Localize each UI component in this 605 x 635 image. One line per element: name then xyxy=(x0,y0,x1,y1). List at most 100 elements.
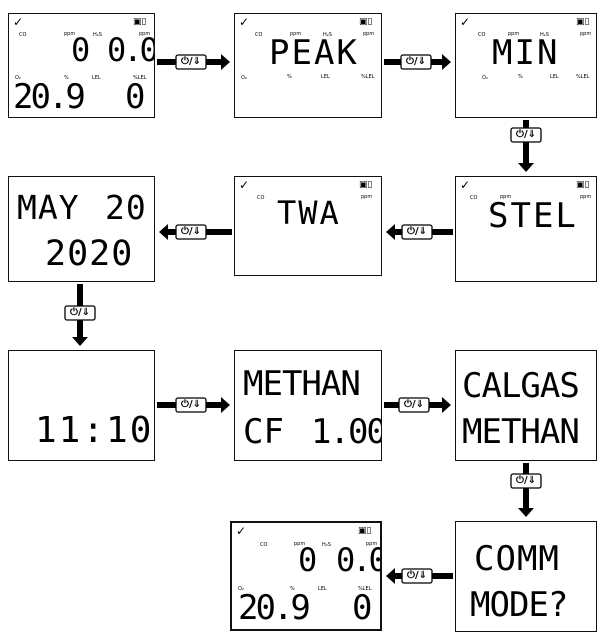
co-value: 0 xyxy=(298,541,318,579)
power-down-button-icon xyxy=(401,568,433,584)
screen-5-twa: ✓ ▣▯ CO ppm TWA xyxy=(234,176,382,276)
lel-label: LEL xyxy=(321,74,330,80)
h2s-ppm-label: ppm xyxy=(366,541,378,547)
down-arrow-icon: ⇓ xyxy=(527,475,536,486)
check-mark-icon: ✓ xyxy=(239,178,250,192)
pct-label: % xyxy=(290,586,295,592)
lel-label: LEL xyxy=(92,75,101,81)
battery-icon: ▣▯ xyxy=(359,180,373,190)
power-down-button-icon xyxy=(64,305,96,321)
h2s-ppm-label: ppm xyxy=(363,31,375,37)
power-icon: ⏻ xyxy=(516,475,524,486)
battery-icon: ▣▯ xyxy=(358,526,372,536)
down-arrow-icon: ⇓ xyxy=(527,129,536,140)
lel-label: LEL xyxy=(550,74,559,80)
down-arrow-icon: ⇓ xyxy=(192,56,201,67)
co-label: CO xyxy=(260,542,268,548)
slash-separator: / xyxy=(523,129,528,140)
o2-label: O₂ xyxy=(15,75,21,81)
arrow-2-to-3 xyxy=(384,54,451,70)
down-arrow-icon: ⇓ xyxy=(418,570,427,581)
power-down-button-icon xyxy=(400,54,432,70)
screen-9-calgas: CALGAS METHAN xyxy=(455,350,597,461)
h2s-value: 0.0 xyxy=(107,31,155,69)
co-ppm-label: ppm xyxy=(294,541,306,547)
power-icon: ⏻ xyxy=(70,307,78,318)
h2s-ppm-label: ppm xyxy=(361,194,373,200)
power-icon: ⏻ xyxy=(407,226,415,237)
power-icon: ⏻ xyxy=(181,56,189,67)
battery-icon: ▣▯ xyxy=(576,17,590,27)
h2s-value: 0.0 xyxy=(336,541,382,579)
arrow-5-to-6 xyxy=(159,224,232,240)
down-arrow-icon: ⇓ xyxy=(81,307,90,318)
power-down-button-label: ⏻/⇓ xyxy=(65,306,95,320)
twa-text: TWA xyxy=(277,194,341,232)
power-down-button-label: ⏻/⇓ xyxy=(399,398,429,412)
cf-value: 1.00 xyxy=(311,412,382,452)
arrow-1-to-2 xyxy=(157,54,230,70)
stel-text: STEL xyxy=(488,196,578,236)
arrow-4-to-5 xyxy=(386,224,453,240)
gas-name: METHAN xyxy=(243,364,361,404)
check-mark-icon: ✓ xyxy=(236,524,247,538)
down-arrow-icon: ⇓ xyxy=(192,226,201,237)
screen-2-peak: ✓ ▣▯ CO ppm H₂S ppm PEAK O₂ % LEL %LEL xyxy=(234,13,382,118)
screen-11-gas-readings: ✓ ▣▯ CO ppm H₂S ppm 0 0.0 O₂ % LEL %LEL … xyxy=(230,521,382,631)
cf-label: CF xyxy=(243,412,284,452)
lel-label: LEL xyxy=(318,586,327,592)
co-label: CO xyxy=(470,195,478,201)
check-mark-icon: ✓ xyxy=(460,15,471,29)
h2s-label: H₂S xyxy=(93,32,102,38)
down-arrow-icon: ⇓ xyxy=(417,56,426,67)
power-down-button-label: ⏻/⇓ xyxy=(402,569,432,583)
down-arrow-icon: ⇓ xyxy=(418,226,427,237)
co-ppm-label: ppm xyxy=(64,31,76,37)
o2-label: O₂ xyxy=(241,75,247,81)
screen-6-date: MAY 20 2020 xyxy=(8,176,155,282)
o2-label: O₂ xyxy=(482,75,488,81)
h2s-label: H₂S xyxy=(322,542,331,548)
arrow-6-to-7 xyxy=(64,284,96,346)
mode-text: MODE? xyxy=(470,585,568,625)
check-mark-icon: ✓ xyxy=(239,15,250,29)
power-down-button-icon xyxy=(401,224,433,240)
peak-text: PEAK xyxy=(269,33,359,73)
screen-3-min: ✓ ▣▯ CO ppm H₂S ppm MIN O₂ % LEL %LEL xyxy=(455,13,597,118)
time-value: 11:10 xyxy=(35,410,154,451)
slash-separator: / xyxy=(77,307,82,318)
battery-icon: ▣▯ xyxy=(133,17,147,27)
co-ppm-label: ppm xyxy=(500,194,512,200)
power-down-button-label: ⏻/⇓ xyxy=(402,225,432,239)
power-down-button-icon xyxy=(510,127,542,143)
pct-lel-label: %LEL xyxy=(361,74,375,80)
arrow-3-to-4 xyxy=(510,120,542,172)
power-down-button-label: ⏻/⇓ xyxy=(511,474,541,488)
pct-lel-label: %LEL xyxy=(133,75,147,81)
arrow-9-to-10 xyxy=(510,463,542,517)
calgas-gas-name: METHAN xyxy=(462,412,580,452)
date-year: 2020 xyxy=(45,234,134,274)
slash-separator: / xyxy=(188,56,193,67)
power-icon: ⏻ xyxy=(404,399,412,410)
power-down-button-icon xyxy=(510,473,542,489)
power-icon: ⏻ xyxy=(181,226,189,237)
power-icon: ⏻ xyxy=(516,129,524,140)
pct-lel-label: %LEL xyxy=(576,74,590,80)
date-day: 20 xyxy=(105,188,147,227)
slash-separator: / xyxy=(414,226,419,237)
down-arrow-icon: ⇓ xyxy=(192,399,201,410)
pct-label: % xyxy=(287,74,292,80)
slash-separator: / xyxy=(188,226,193,237)
screen-7-time: 11:10 xyxy=(8,350,155,461)
pct-lel-label: %LEL xyxy=(358,586,372,592)
calgas-text: CALGAS xyxy=(462,366,580,406)
screen-1-gas-readings: ✓ ▣▯ CO ppm H₂S ppm 0 0.0 O₂ % LEL %LEL … xyxy=(8,13,155,118)
o2-value: 20.9 xyxy=(13,77,86,117)
slash-separator: / xyxy=(411,399,416,410)
power-down-button-icon xyxy=(175,54,207,70)
power-down-button-label: ⏻/⇓ xyxy=(511,128,541,142)
slash-separator: / xyxy=(523,475,528,486)
co-label: CO xyxy=(255,32,263,38)
